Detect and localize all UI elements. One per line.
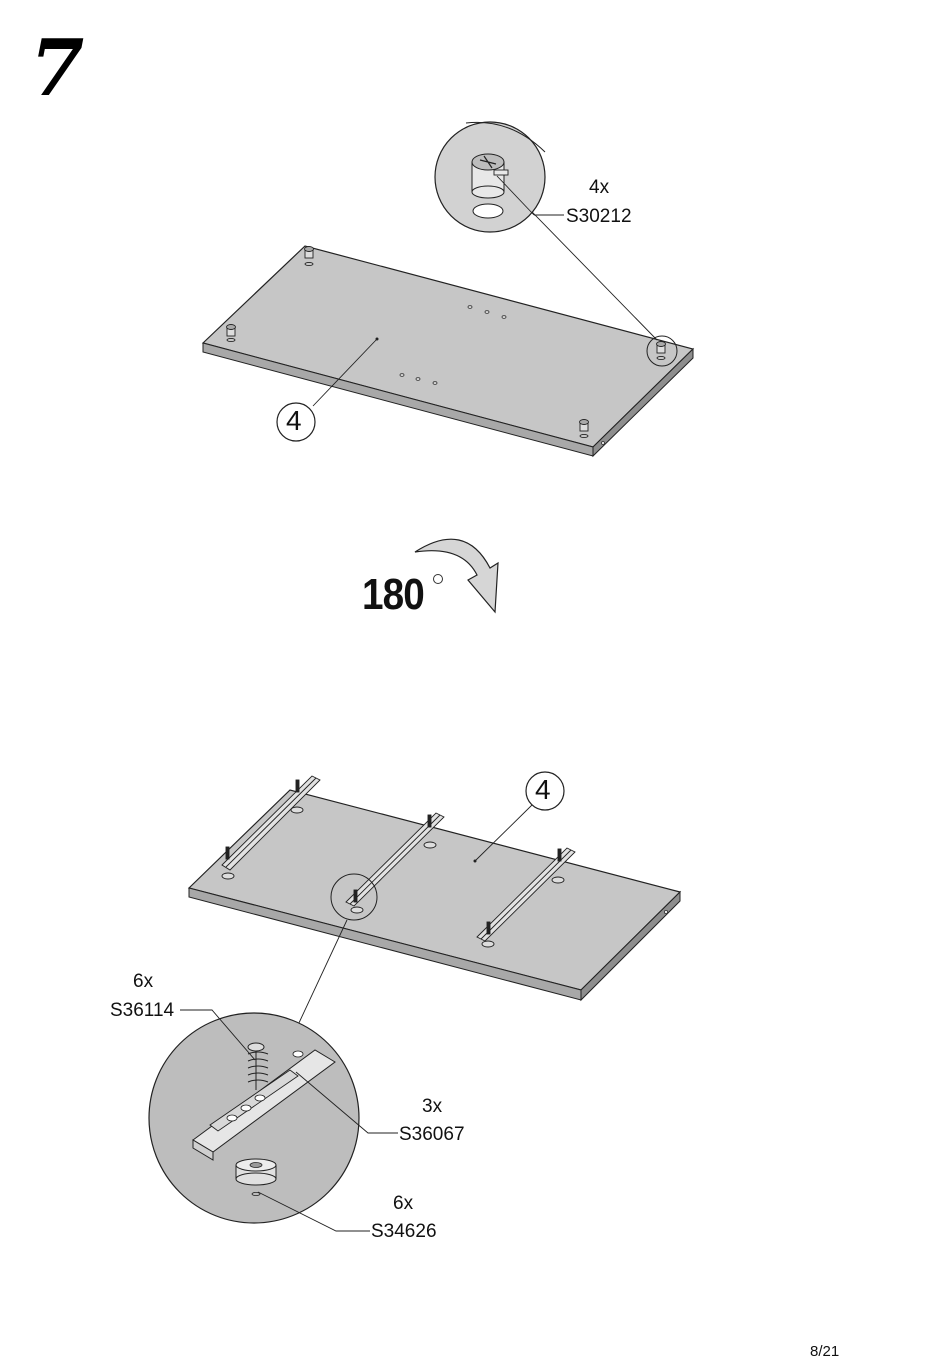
bottom-part-callout: 4 bbox=[535, 774, 551, 806]
screw-quantity: 6x bbox=[133, 971, 153, 993]
runner-code: S36067 bbox=[399, 1124, 465, 1146]
runner-quantity: 3x bbox=[422, 1096, 442, 1118]
spacer-quantity: 6x bbox=[393, 1193, 413, 1215]
page-number: 8/21 bbox=[810, 1343, 839, 1360]
screw-code: S36114 bbox=[110, 1000, 174, 1022]
runner-detail-circle bbox=[149, 1013, 359, 1223]
spacer-code: S34626 bbox=[371, 1221, 437, 1243]
